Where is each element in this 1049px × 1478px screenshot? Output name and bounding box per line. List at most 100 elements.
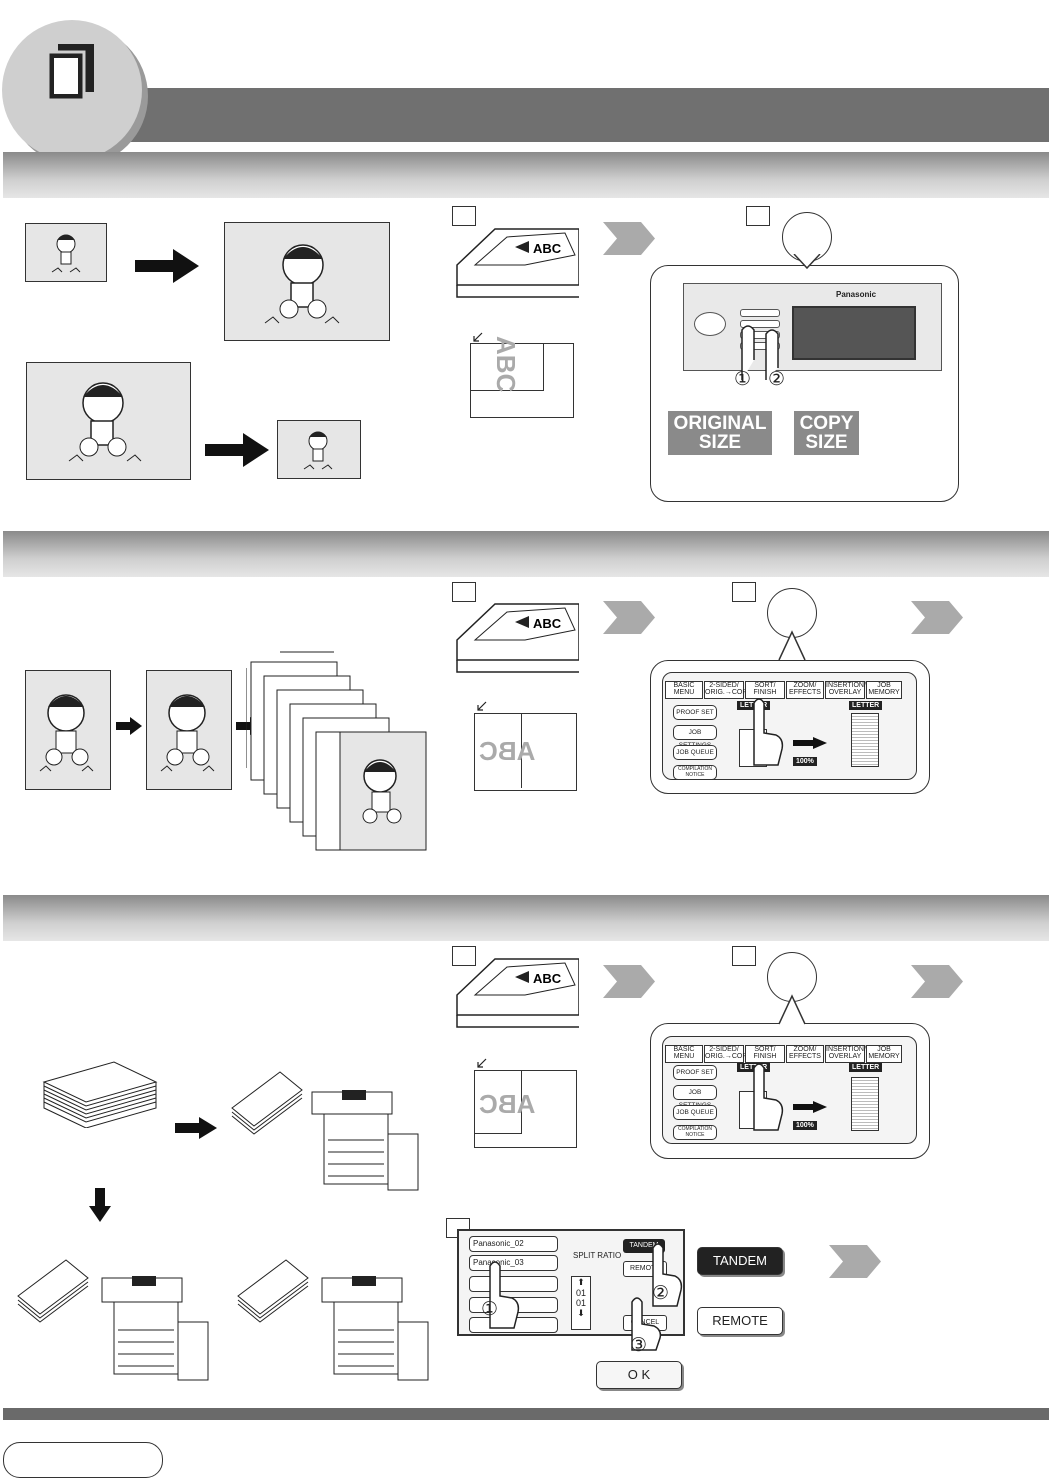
document-icon bbox=[48, 44, 94, 100]
pointing-hand-icon bbox=[753, 698, 784, 766]
zoom-ratio: 100% bbox=[793, 1121, 817, 1130]
boy-figure-icon bbox=[39, 694, 94, 772]
marker-2: ② bbox=[652, 1283, 670, 1304]
document-feeder-icon: ABC bbox=[456, 603, 579, 673]
original-size-label: ORIGINAL SIZE bbox=[668, 411, 772, 455]
ratio-top-value: 01 bbox=[575, 1288, 586, 1298]
document-feeder-icon: ABC bbox=[456, 958, 579, 1028]
svg-text:ABC: ABC bbox=[533, 616, 562, 631]
boy-figure-icon bbox=[264, 244, 340, 324]
corner-arrow-icon bbox=[477, 701, 487, 711]
tab-job-memory[interactable]: JOB MEMORY bbox=[866, 681, 902, 699]
step-box-2 bbox=[732, 582, 756, 602]
step-box-1 bbox=[452, 582, 476, 602]
job-settings-button[interactable]: JOB SETTINGS bbox=[673, 1085, 717, 1109]
copy-doc-icon bbox=[851, 1077, 879, 1131]
step-box-2 bbox=[746, 206, 770, 226]
chevron-next-icon bbox=[829, 1245, 881, 1278]
section-3-band bbox=[3, 895, 1049, 941]
ok-button[interactable]: O K bbox=[596, 1361, 682, 1389]
svg-text:ABC: ABC bbox=[533, 971, 562, 986]
arrow-right-icon bbox=[205, 433, 269, 467]
machine-list-item[interactable]: Panasonic_02 bbox=[469, 1236, 558, 1252]
pointing-hand-icon bbox=[741, 325, 779, 380]
rotated-abc-text: ABC bbox=[491, 336, 521, 393]
tandem-button[interactable]: TANDEM bbox=[697, 1247, 783, 1275]
split-ratio-stepper[interactable]: ⬆ 01 01 ⬇ bbox=[571, 1276, 591, 1330]
job-settings-button[interactable]: JOB SETTINGS bbox=[673, 725, 717, 749]
touch-screen: BASIC MENU 2-SIDED/ ORIG.→COPY SORT/ FIN… bbox=[662, 1036, 917, 1144]
panel-dial bbox=[694, 312, 726, 336]
arrow-right-icon bbox=[116, 717, 142, 735]
compilation-notice-button[interactable]: COMPILATION NOTICE bbox=[673, 1125, 717, 1140]
copy-doc-icon bbox=[851, 713, 879, 767]
copier-machine-icon bbox=[17, 1259, 209, 1381]
callout-pointer bbox=[778, 994, 806, 1025]
large-original-page bbox=[26, 362, 191, 480]
job-queue-button[interactable]: JOB QUEUE bbox=[673, 1105, 717, 1120]
tab-basic-menu[interactable]: BASIC MENU bbox=[665, 681, 703, 699]
arrow-down-icon bbox=[89, 1188, 111, 1222]
tab-job-memory[interactable]: JOB MEMORY bbox=[866, 1045, 902, 1063]
tab-zoom-effects[interactable]: ZOOM/ EFFECTS bbox=[786, 1045, 824, 1063]
chevron-next-icon bbox=[603, 965, 655, 998]
pointing-hand-icon bbox=[489, 1261, 520, 1329]
tab-sort-finish[interactable]: SORT/ FINISH bbox=[745, 681, 785, 699]
tab-zoom-effects[interactable]: ZOOM/ EFFECTS bbox=[786, 681, 824, 699]
tab-2-sided[interactable]: 2-SIDED/ ORIG.→COPY bbox=[704, 681, 752, 699]
callout-bubble bbox=[782, 212, 832, 262]
proof-set-button[interactable]: PROOF SET bbox=[673, 1065, 717, 1080]
stacked-copies bbox=[246, 651, 427, 851]
paper-size-right: LETTER bbox=[849, 1063, 883, 1072]
job-queue-button[interactable]: JOB QUEUE bbox=[673, 745, 717, 760]
enlarged-copy-page bbox=[224, 222, 390, 341]
panel-lcd-screen bbox=[792, 306, 916, 360]
arrow-right-icon bbox=[793, 1101, 827, 1113]
section-1-band bbox=[3, 152, 1049, 198]
proof-set-button[interactable]: PROOF SET bbox=[673, 705, 717, 720]
small-original-page bbox=[25, 223, 107, 282]
callout-pointer bbox=[778, 630, 806, 661]
tab-insertion-overlay[interactable]: INSERTION/ OVERLAY bbox=[825, 681, 866, 699]
boy-figure-icon bbox=[51, 234, 81, 273]
mirrored-abc-text: ABC bbox=[479, 1089, 536, 1119]
orientation-page: ABC bbox=[474, 1070, 577, 1148]
chevron-next-icon bbox=[603, 601, 655, 634]
tab-basic-menu[interactable]: BASIC MENU bbox=[665, 1045, 703, 1063]
paper-stack-icon bbox=[42, 1061, 158, 1128]
arrow-right-icon bbox=[175, 1117, 217, 1139]
size-buttons[interactable] bbox=[740, 306, 780, 350]
touch-screen: BASIC MENU 2-SIDED/ ORIG.→COPY SORT/ FIN… bbox=[662, 672, 917, 780]
orientation-page: ABC bbox=[470, 336, 574, 418]
copy-page bbox=[146, 670, 232, 790]
page-number-pill bbox=[3, 1442, 163, 1478]
tab-sort-finish[interactable]: SORT/ FINISH bbox=[745, 1045, 785, 1063]
pointing-hand-icon bbox=[631, 1297, 662, 1351]
arrow-up-icon[interactable]: ⬆ bbox=[577, 1277, 585, 1287]
step-box-2 bbox=[732, 946, 756, 966]
footer-bar bbox=[3, 1408, 1049, 1420]
copy-size-label: COPY SIZE bbox=[794, 411, 859, 455]
compilation-notice-button[interactable]: COMPILATION NOTICE bbox=[673, 765, 717, 780]
tab-2-sided[interactable]: 2-SIDED/ ORIG.→COPY bbox=[704, 1045, 752, 1063]
corner-arrow-icon bbox=[473, 332, 483, 342]
callout-bubble bbox=[767, 952, 817, 1002]
zoom-ratio: 100% bbox=[793, 757, 817, 766]
pointing-hand-icon bbox=[652, 1243, 683, 1307]
panel-brand: Panasonic bbox=[836, 290, 877, 299]
reduced-copy-page bbox=[277, 420, 361, 479]
header-bar bbox=[125, 88, 1049, 142]
ratio-bottom-value: 01 bbox=[575, 1298, 586, 1308]
copier-control-panel: Panasonic bbox=[683, 283, 942, 371]
marker-1: ① bbox=[734, 369, 752, 390]
boy-figure-icon bbox=[160, 694, 215, 772]
arrow-right-icon bbox=[793, 737, 827, 749]
mirrored-abc-text: ABC bbox=[479, 736, 536, 766]
copier-machine-icon bbox=[231, 1071, 419, 1191]
step-box-1 bbox=[452, 206, 476, 226]
remote-button[interactable]: REMOTE bbox=[697, 1307, 783, 1335]
marker-3: ③ bbox=[630, 1335, 648, 1356]
arrow-down-icon[interactable]: ⬇ bbox=[577, 1308, 585, 1318]
tab-insertion-overlay[interactable]: INSERTION/ OVERLAY bbox=[825, 1045, 866, 1063]
chevron-next-icon bbox=[603, 222, 655, 255]
